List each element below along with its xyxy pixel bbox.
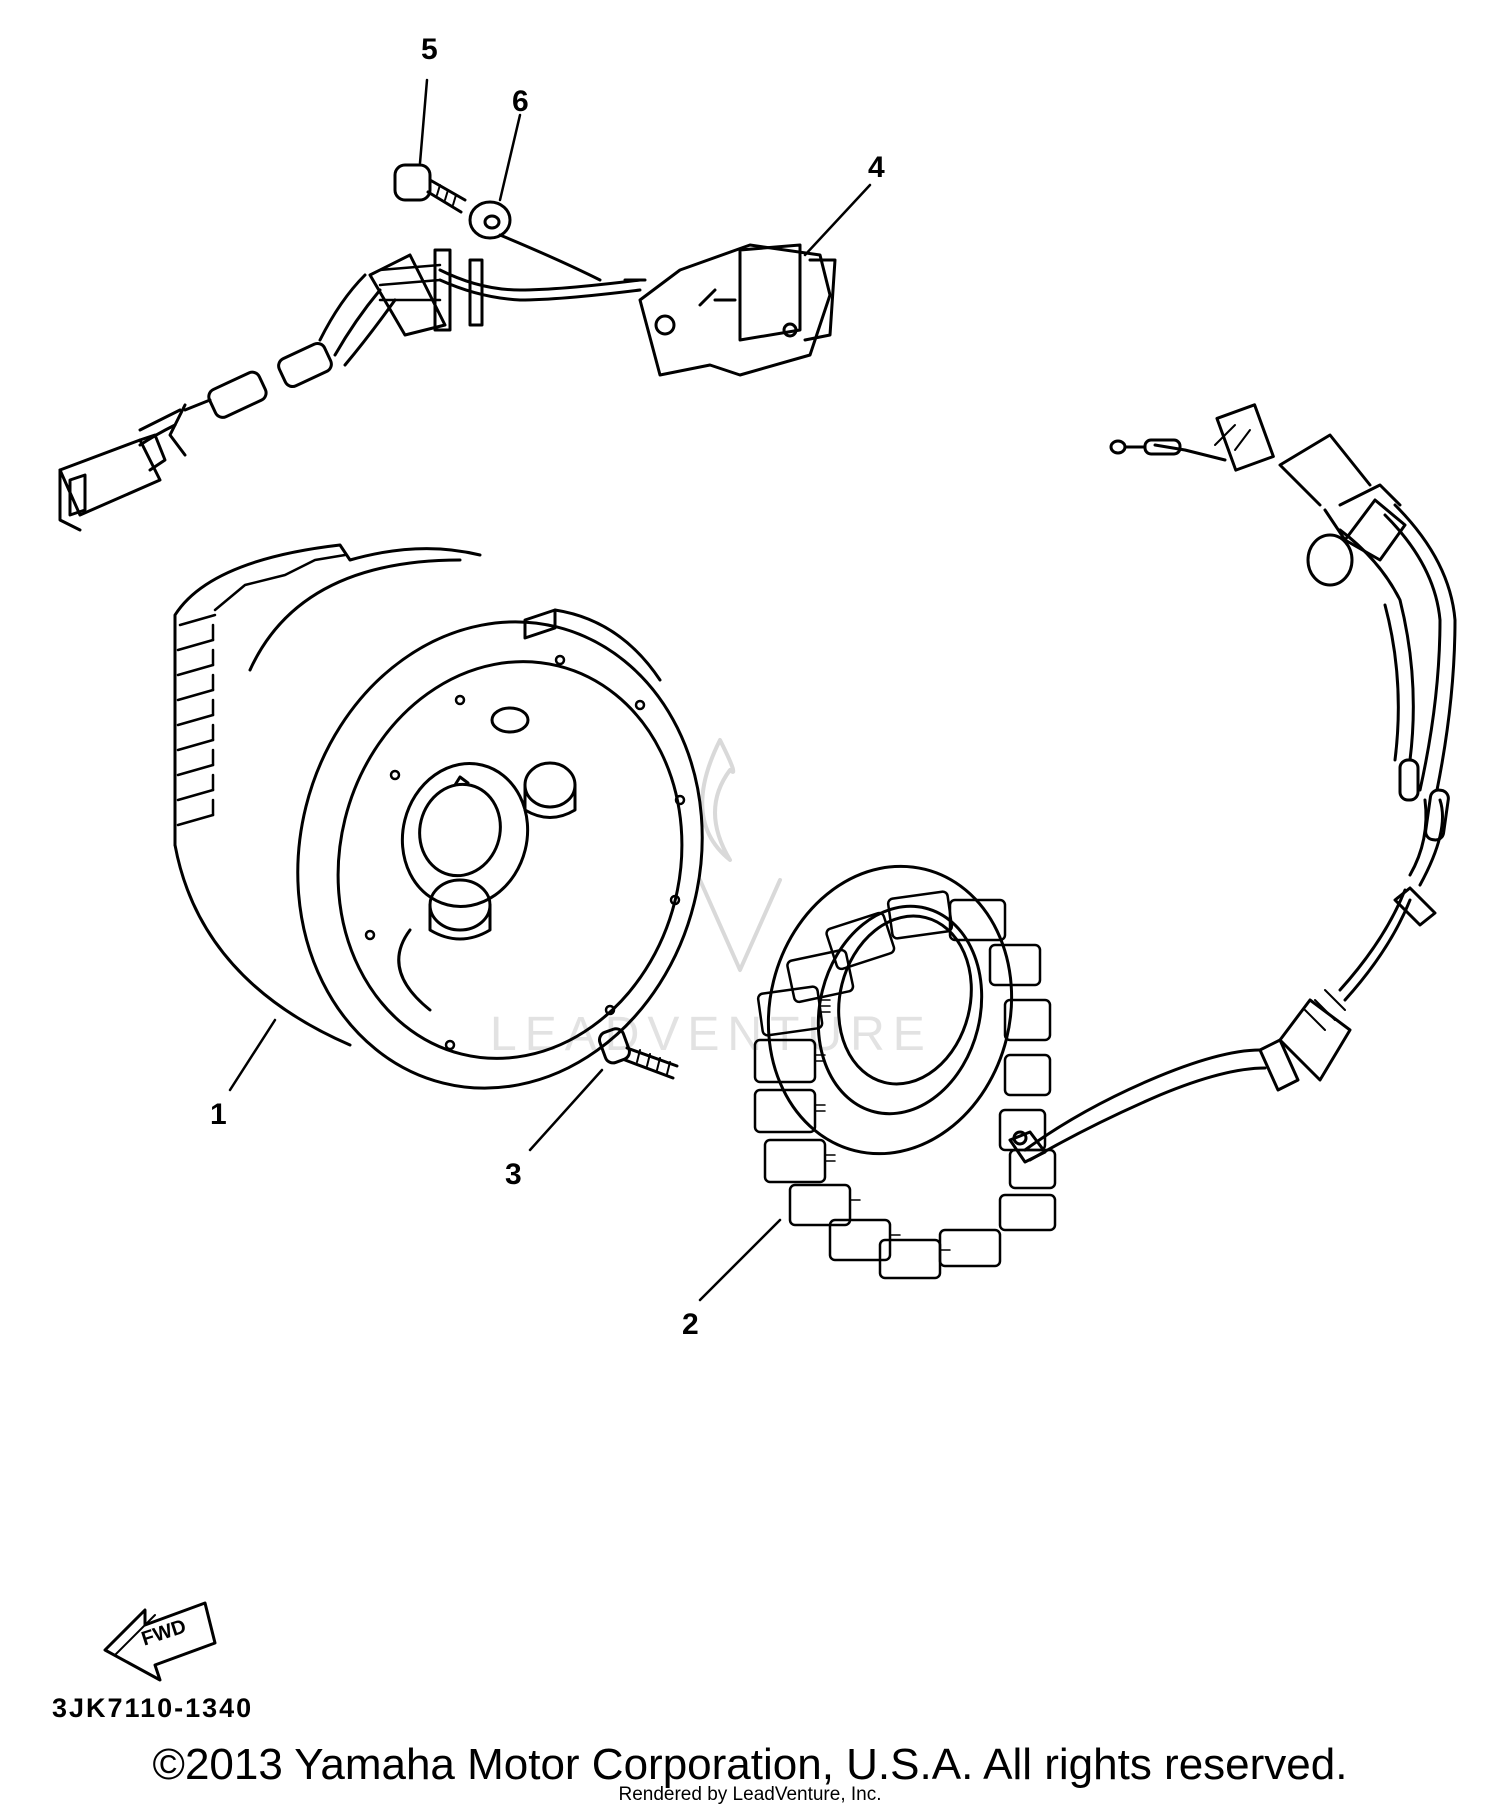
copyright-notice: ©2013 Yamaha Motor Corporation, U.S.A. A… — [152, 1740, 1348, 1789]
callout-1: 1 — [210, 1098, 227, 1131]
callout-3: 3 — [505, 1158, 522, 1191]
callout-5: 5 — [421, 33, 438, 66]
rendered-by-credit: Rendered by LeadVenture, Inc. — [618, 1784, 882, 1805]
washer-part-6 — [468, 200, 602, 282]
screw-part-5 — [393, 163, 467, 214]
pickup-coil-part — [623, 243, 837, 377]
bolt-part-3 — [598, 1027, 679, 1080]
stator-part — [753, 864, 1267, 1280]
callout-2: 2 — [682, 1308, 699, 1341]
pickup-harness — [58, 248, 642, 532]
drawing-code: 3JK7110-1340 — [52, 1693, 254, 1723]
callout-6: 6 — [512, 85, 529, 118]
fwd-arrow-icon — [103, 1601, 217, 1682]
leader-lines — [228, 78, 872, 1302]
stator-harness — [1109, 403, 1457, 1092]
watermark-text: LEADVENTURE — [490, 1008, 933, 1061]
rotor-part — [173, 543, 704, 1090]
callout-4: 4 — [868, 151, 885, 184]
watermark-logo — [698, 738, 782, 972]
